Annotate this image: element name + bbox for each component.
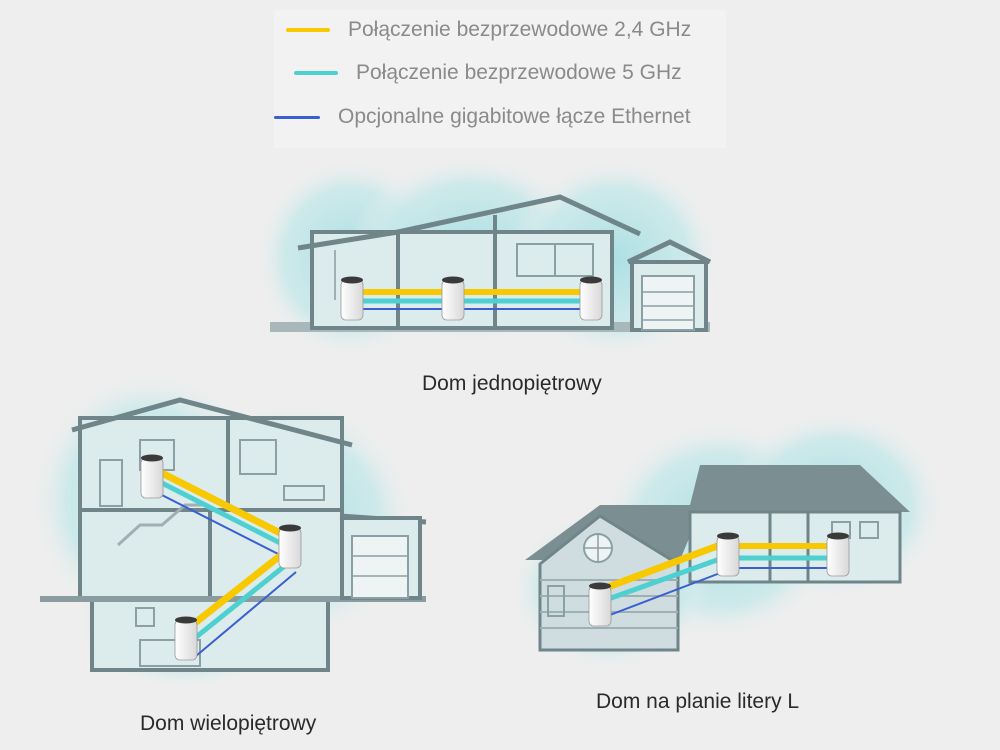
legend-label: Opcjonalne gigabitowe łącze Ethernet [338,105,691,128]
legend-item-2-4ghz: Połączenie bezprzewodowe 2,4 GHz [286,15,691,45]
single-storey-house [255,155,720,358]
yellow-line-icon [286,28,330,32]
legend-item-5ghz: Połączenie bezprzewodowe 5 GHz [294,58,682,88]
legend-item-ethernet: Opcjonalne gigabitowe łącze Ethernet [274,102,691,132]
multi-storey-house [30,370,427,690]
blue-line-icon [274,115,320,119]
caption-l-shaped: Dom na planie litery L [596,690,800,713]
legend: Połączenie bezprzewodowe 2,4 GHz Połącze… [274,10,726,148]
caption-multi-storey: Dom wielopiętrowy [140,712,317,735]
l-shaped-house [510,410,945,670]
cyan-line-icon [294,71,338,75]
legend-label: Połączenie bezprzewodowe 2,4 GHz [348,18,692,41]
caption-single-storey: Dom jednopiętrowy [422,372,602,395]
legend-label: Połączenie bezprzewodowe 5 GHz [356,61,682,84]
